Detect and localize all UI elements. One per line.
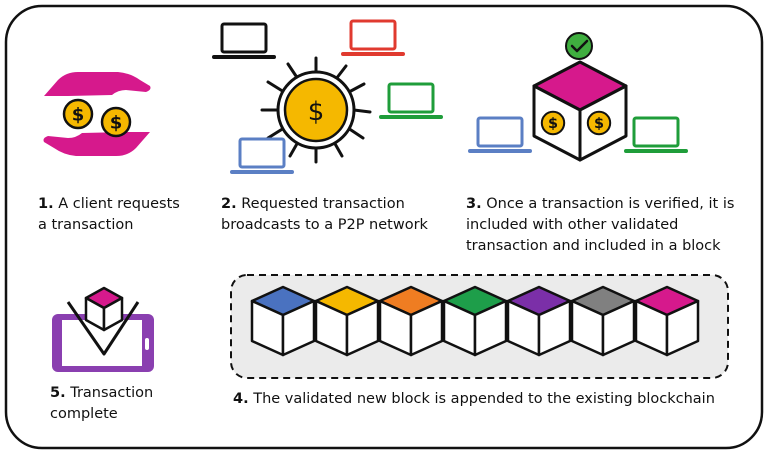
verified-block-icon bbox=[468, 32, 688, 162]
step-number: 5. bbox=[50, 385, 66, 401]
laptop-icon bbox=[468, 116, 532, 153]
blockchain-blocks bbox=[250, 285, 700, 357]
laptop-icon bbox=[212, 22, 276, 59]
step-number: 1. bbox=[38, 196, 54, 212]
step-4-caption: 4. The validated new block is appended t… bbox=[233, 389, 715, 410]
step-1-caption: 1. A client requests a transaction bbox=[38, 194, 180, 236]
caption-line: Requested transaction bbox=[241, 196, 405, 212]
laptop-icon bbox=[230, 137, 294, 174]
step-5-caption: 5. Transaction complete bbox=[50, 383, 153, 425]
caption-line: Once a transaction is verified, it is bbox=[486, 196, 735, 212]
checkmark-icon bbox=[565, 32, 593, 60]
step-number: 4. bbox=[233, 391, 249, 407]
caption-line: A client requests bbox=[58, 196, 180, 212]
laptop-icon bbox=[624, 116, 688, 153]
blockchain-block bbox=[250, 285, 316, 357]
blockchain-block bbox=[314, 285, 380, 357]
step-2-caption: 2. Requested transaction broadcasts to a… bbox=[221, 194, 428, 236]
blockchain-block bbox=[570, 285, 636, 357]
coin-icon bbox=[62, 98, 94, 130]
laptop-icon bbox=[379, 82, 443, 119]
blockchain-block bbox=[442, 285, 508, 357]
caption-line: included with other validated bbox=[466, 217, 679, 233]
laptop-icon bbox=[341, 19, 405, 56]
caption-line: a transaction bbox=[38, 217, 134, 233]
svg-text:$: $ bbox=[308, 97, 325, 127]
caption-line: broadcasts to a P2P network bbox=[221, 217, 428, 233]
step-number: 3. bbox=[466, 196, 482, 212]
step-3-caption: 3. Once a transaction is verified, it is… bbox=[466, 194, 734, 257]
blockchain-block bbox=[506, 285, 572, 357]
p2p-network-icon: $ bbox=[212, 19, 443, 174]
coin-icon bbox=[540, 110, 566, 136]
blockchain-block bbox=[378, 285, 444, 357]
blockchain-icon bbox=[230, 274, 729, 379]
coin-icon bbox=[100, 106, 132, 138]
caption-line: complete bbox=[50, 406, 118, 422]
hands-exchanging-money-icon bbox=[43, 72, 151, 156]
smartphone-icon bbox=[52, 286, 154, 372]
caption-line: transaction and included in a block bbox=[466, 238, 721, 254]
caption-line: The validated new block is appended to t… bbox=[253, 391, 715, 407]
step-number: 2. bbox=[221, 196, 237, 212]
blockchain-block bbox=[634, 285, 700, 357]
caption-line: Transaction bbox=[70, 385, 154, 401]
coin-icon bbox=[586, 110, 612, 136]
